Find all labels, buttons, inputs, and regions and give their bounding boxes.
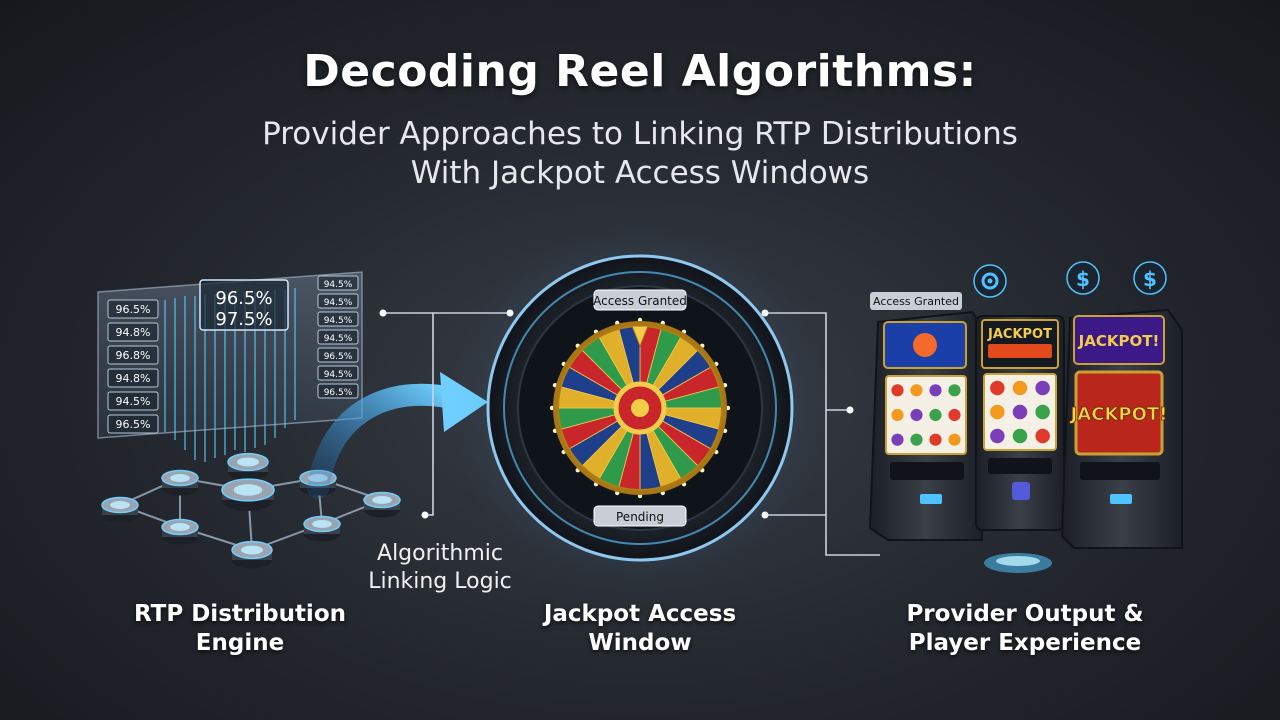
rtp-left-value: 94.5% <box>116 395 151 408</box>
reel-symbol <box>948 408 961 422</box>
page-title: Decoding Reel Algorithms: <box>303 46 977 97</box>
slot-machine-right: JACKPOT! JACKPOT! <box>1060 308 1183 549</box>
rtp-right-value: 94.5% <box>324 298 353 308</box>
data-node <box>303 515 341 542</box>
dollar-icon: $ <box>1066 261 1100 295</box>
reel-symbol <box>910 408 923 422</box>
reel-symbol <box>990 380 1005 396</box>
wheel-pointer <box>631 325 649 348</box>
data-node <box>161 469 199 496</box>
right-top-jackpot-text: JACKPOT! <box>1078 332 1160 350</box>
access-granted-label: Access Granted <box>593 294 687 308</box>
reel-symbol <box>990 404 1005 420</box>
page-subtitle-line2: With Jackpot Access Windows <box>410 155 870 191</box>
svg-text:$: $ <box>1076 267 1090 291</box>
reel-symbol <box>929 384 942 397</box>
rtp-left-value: 96.5% <box>116 418 151 431</box>
reel-symbol <box>1012 404 1028 420</box>
page-subtitle-line1: Provider Approaches to Linking RTP Distr… <box>262 116 1018 152</box>
rtp-right-value: 96.5% <box>324 388 353 398</box>
rtp-right-value: 94.5% <box>324 334 353 344</box>
reel-symbol <box>990 428 1005 444</box>
slot-machine-left <box>868 310 983 541</box>
data-node <box>363 491 401 518</box>
rtp-center-box: 96.5% 97.5% <box>199 279 289 331</box>
svg-text:$: $ <box>1143 267 1157 291</box>
reel-symbol <box>1012 428 1028 444</box>
rtp-center-value-2: 97.5% <box>215 309 272 330</box>
rtp-right-value: 94.5% <box>324 316 353 326</box>
machines-access-granted-label: Access Granted <box>873 295 959 308</box>
data-node <box>101 496 139 523</box>
rtp-left-column: 96.5% 94.8% 96.8% 94.8% 94.5% 96.5% <box>107 299 159 434</box>
reel-symbol <box>1012 380 1028 396</box>
reel-symbol <box>1035 428 1050 444</box>
rtp-right-column: 94.5% 94.5% 94.5% 94.5% 96.5% 94.5% 96.5% <box>317 275 359 399</box>
reel-symbol <box>891 433 904 446</box>
gear-icon <box>973 264 1007 298</box>
data-node <box>231 540 273 569</box>
middle-jackpot-text: JACKPOT <box>987 327 1052 342</box>
rtp-left-value: 94.8% <box>116 372 151 385</box>
pending-label: Pending <box>616 510 664 524</box>
dollar-icon: $ <box>1133 261 1167 295</box>
slot-machine-middle: JACKPOT <box>975 315 1065 531</box>
rtp-center-value-1: 96.5% <box>215 288 272 309</box>
reel-symbol <box>1035 404 1050 420</box>
data-node <box>227 452 269 481</box>
label-provider-output: Provider Output &Player Experience <box>906 601 1144 656</box>
reel-symbol <box>891 408 904 422</box>
slot-machines: Access Granted $ $ JA <box>868 261 1183 573</box>
reel-symbol <box>910 384 923 397</box>
rtp-right-value: 96.5% <box>324 352 353 362</box>
rtp-right-value: 94.5% <box>324 370 353 380</box>
reel-symbol <box>948 384 961 397</box>
reel-symbol <box>929 408 942 422</box>
right-main-jackpot-text: JACKPOT! <box>1069 404 1168 425</box>
reel-symbol <box>910 433 923 446</box>
reel-symbol <box>1035 380 1050 396</box>
reel-symbol <box>948 433 961 446</box>
reel-symbol <box>929 433 942 446</box>
rtp-left-value: 94.8% <box>116 326 151 339</box>
rtp-left-value: 96.5% <box>116 303 151 316</box>
reel-symbol <box>891 384 904 397</box>
data-node <box>221 478 275 511</box>
data-node <box>161 518 199 545</box>
rtp-left-value: 96.8% <box>116 349 151 362</box>
jackpot-wheel-module: Access Granted Pending <box>450 218 830 598</box>
rtp-right-value: 94.5% <box>324 280 353 290</box>
